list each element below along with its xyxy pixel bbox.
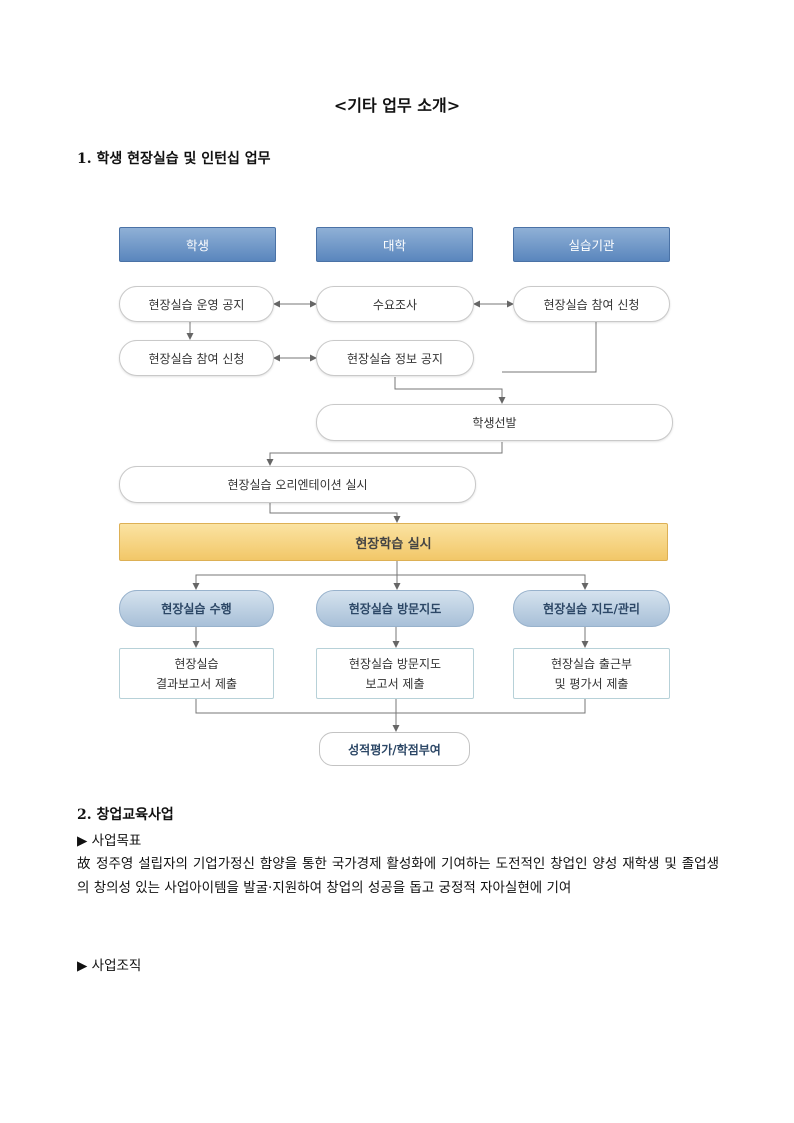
report-result: 현장실습 결과보고서 제출 [119, 648, 274, 699]
internship-flowchart: 학생 대학 실습기관 현장실습 운영 공지 수요조사 현장실습 참여 신청 현장… [110, 215, 684, 775]
step-orientation: 현장실습 오리엔테이션 실시 [119, 466, 476, 503]
report-attendance-line2: 및 평가서 제출 [554, 676, 629, 691]
step-org-apply: 현장실습 참여 신청 [513, 286, 670, 322]
branch-visit: 현장실습 방문지도 [316, 590, 474, 627]
header-student: 학생 [119, 227, 276, 262]
bullet-organization: ▶ 사업조직 [77, 958, 142, 974]
section1-heading: 1. 학생 현장실습 및 인턴십 업무 [77, 151, 271, 167]
report-visit: 현장실습 방문지도 보고서 제출 [316, 648, 474, 699]
step-info-notice: 현장실습 정보 공지 [316, 340, 474, 376]
bullet-goal: ▶ 사업목표 [77, 833, 142, 849]
goal-paragraph: 故 정주영 설립자의 기업가정신 함양을 통한 국가경제 활성화에 기여하는 도… [77, 856, 719, 896]
step-student-apply: 현장실습 참여 신청 [119, 340, 274, 376]
report-result-line1: 현장실습 [174, 656, 219, 671]
step-main: 현장학습 실시 [119, 523, 668, 561]
report-visit-line2: 보고서 제출 [365, 676, 425, 691]
step-selection: 학생선발 [316, 404, 673, 441]
step-notice: 현장실습 운영 공지 [119, 286, 274, 322]
report-result-line2: 결과보고서 제출 [155, 676, 238, 691]
header-institution: 실습기관 [513, 227, 670, 262]
report-visit-line1: 현장실습 방문지도 [348, 656, 442, 671]
step-final: 성적평가/학점부여 [319, 732, 470, 766]
branch-perform: 현장실습 수행 [119, 590, 274, 627]
header-university: 대학 [316, 227, 473, 262]
step-survey: 수요조사 [316, 286, 474, 322]
page-title: <기타 업무 소개> [333, 96, 461, 115]
report-attendance: 현장실습 출근부 및 평가서 제출 [513, 648, 670, 699]
section2-heading: 2. 창업교육사업 [77, 807, 174, 823]
flow-connectors [186, 300, 597, 732]
branch-manage: 현장실습 지도/관리 [513, 590, 670, 627]
report-attendance-line1: 현장실습 출근부 [550, 656, 633, 671]
